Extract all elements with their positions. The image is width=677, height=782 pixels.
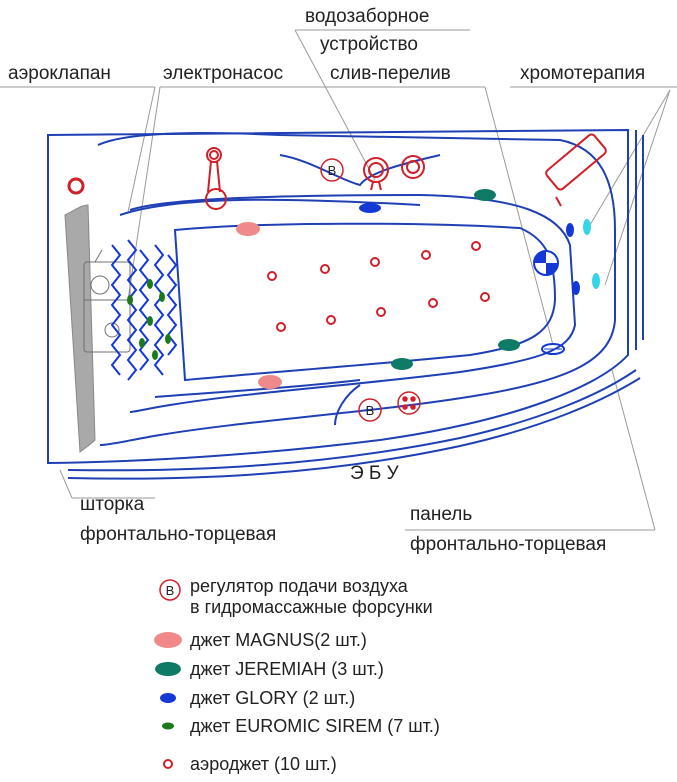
legend-jeremiah: джет JEREMIAH (3 шт.) [150, 656, 384, 682]
legend-euromic-symbol [150, 713, 190, 739]
screen-shtorka [64, 204, 96, 453]
legend-euromic-label: джет EUROMIC SIREM (7 шт.) [190, 715, 440, 736]
legend-glory-symbol [150, 685, 190, 711]
label-panel-line2: фронтально-торцевая [410, 534, 607, 555]
air-regulator-bottom: В [358, 398, 382, 422]
legend-aero-symbol [150, 751, 190, 777]
jeremiah-jets [391, 189, 520, 370]
ebu-control-unit [397, 391, 421, 415]
aero-jets [267, 241, 490, 332]
legend-magnus-symbol [150, 627, 190, 653]
legend-magnus: джет MAGNUS(2 шт.) [150, 627, 367, 653]
legend-glory-label: джет GLORY (2 шт.) [190, 687, 356, 708]
legend-aero: аэроджет (10 шт.) [150, 751, 337, 777]
pump-mechanism [83, 249, 131, 353]
legend-jeremiah-symbol [150, 656, 190, 682]
legend-magnus-label: джет MAGNUS(2 шт.) [190, 629, 367, 650]
air-regulator-top: В [320, 158, 344, 182]
label-shtorka-line1: шторка [80, 494, 145, 515]
regulator-symbol-bottom: В [366, 403, 375, 418]
label-shtorka-line2: фронтально-торцевая [80, 524, 277, 545]
legend-regulator: В регулятор подачи воздуха в гидромассаж… [150, 576, 433, 622]
label-panel-line1: панель [410, 504, 473, 525]
label-ebu: Э Б У [350, 463, 399, 484]
tub-outer-outline [47, 128, 644, 480]
label-hromo: хромотерапия [520, 63, 646, 84]
pump-fitting [205, 147, 227, 210]
chromotherapy-lights [583, 219, 600, 289]
regulator-symbol-top: В [328, 163, 337, 178]
glory-jets [359, 203, 580, 295]
water-intake-fittings [363, 155, 425, 191]
legend-euromic: джет EUROMIC SIREM (7 шт.) [150, 713, 440, 739]
legend-regulator-letter: В [166, 583, 175, 598]
legend-regulator-symbol: В [150, 576, 190, 622]
label-sliv: слив-перелив [330, 63, 451, 84]
label-aeroklapan: аэроклапан [8, 63, 111, 84]
euromic-jets [127, 279, 171, 360]
legend-regulator-line1: регулятор подачи воздуха [190, 576, 408, 596]
aeroklapan-valve [67, 177, 85, 195]
legend-regulator-line2: в гидромассажные форсунки [190, 597, 433, 617]
magnus-jets [236, 222, 282, 389]
leader-lines [0, 29, 677, 531]
legend-glory: джет GLORY (2 шт.) [150, 685, 355, 711]
chromotherapy-lamp [545, 133, 607, 207]
label-vodozabor-line2: устройство [320, 34, 418, 55]
tub-inner [97, 132, 616, 446]
side-wave-lines [110, 239, 178, 381]
label-vodozabor-line1: водозаборное [305, 6, 430, 27]
legend-jeremiah-label: джет JEREMIAH (3 шт.) [190, 658, 384, 679]
legend-aero-label: аэроджет (10 шт.) [190, 753, 337, 774]
label-elektronasos: электронасос [163, 63, 284, 84]
drain-overflow [533, 250, 565, 355]
